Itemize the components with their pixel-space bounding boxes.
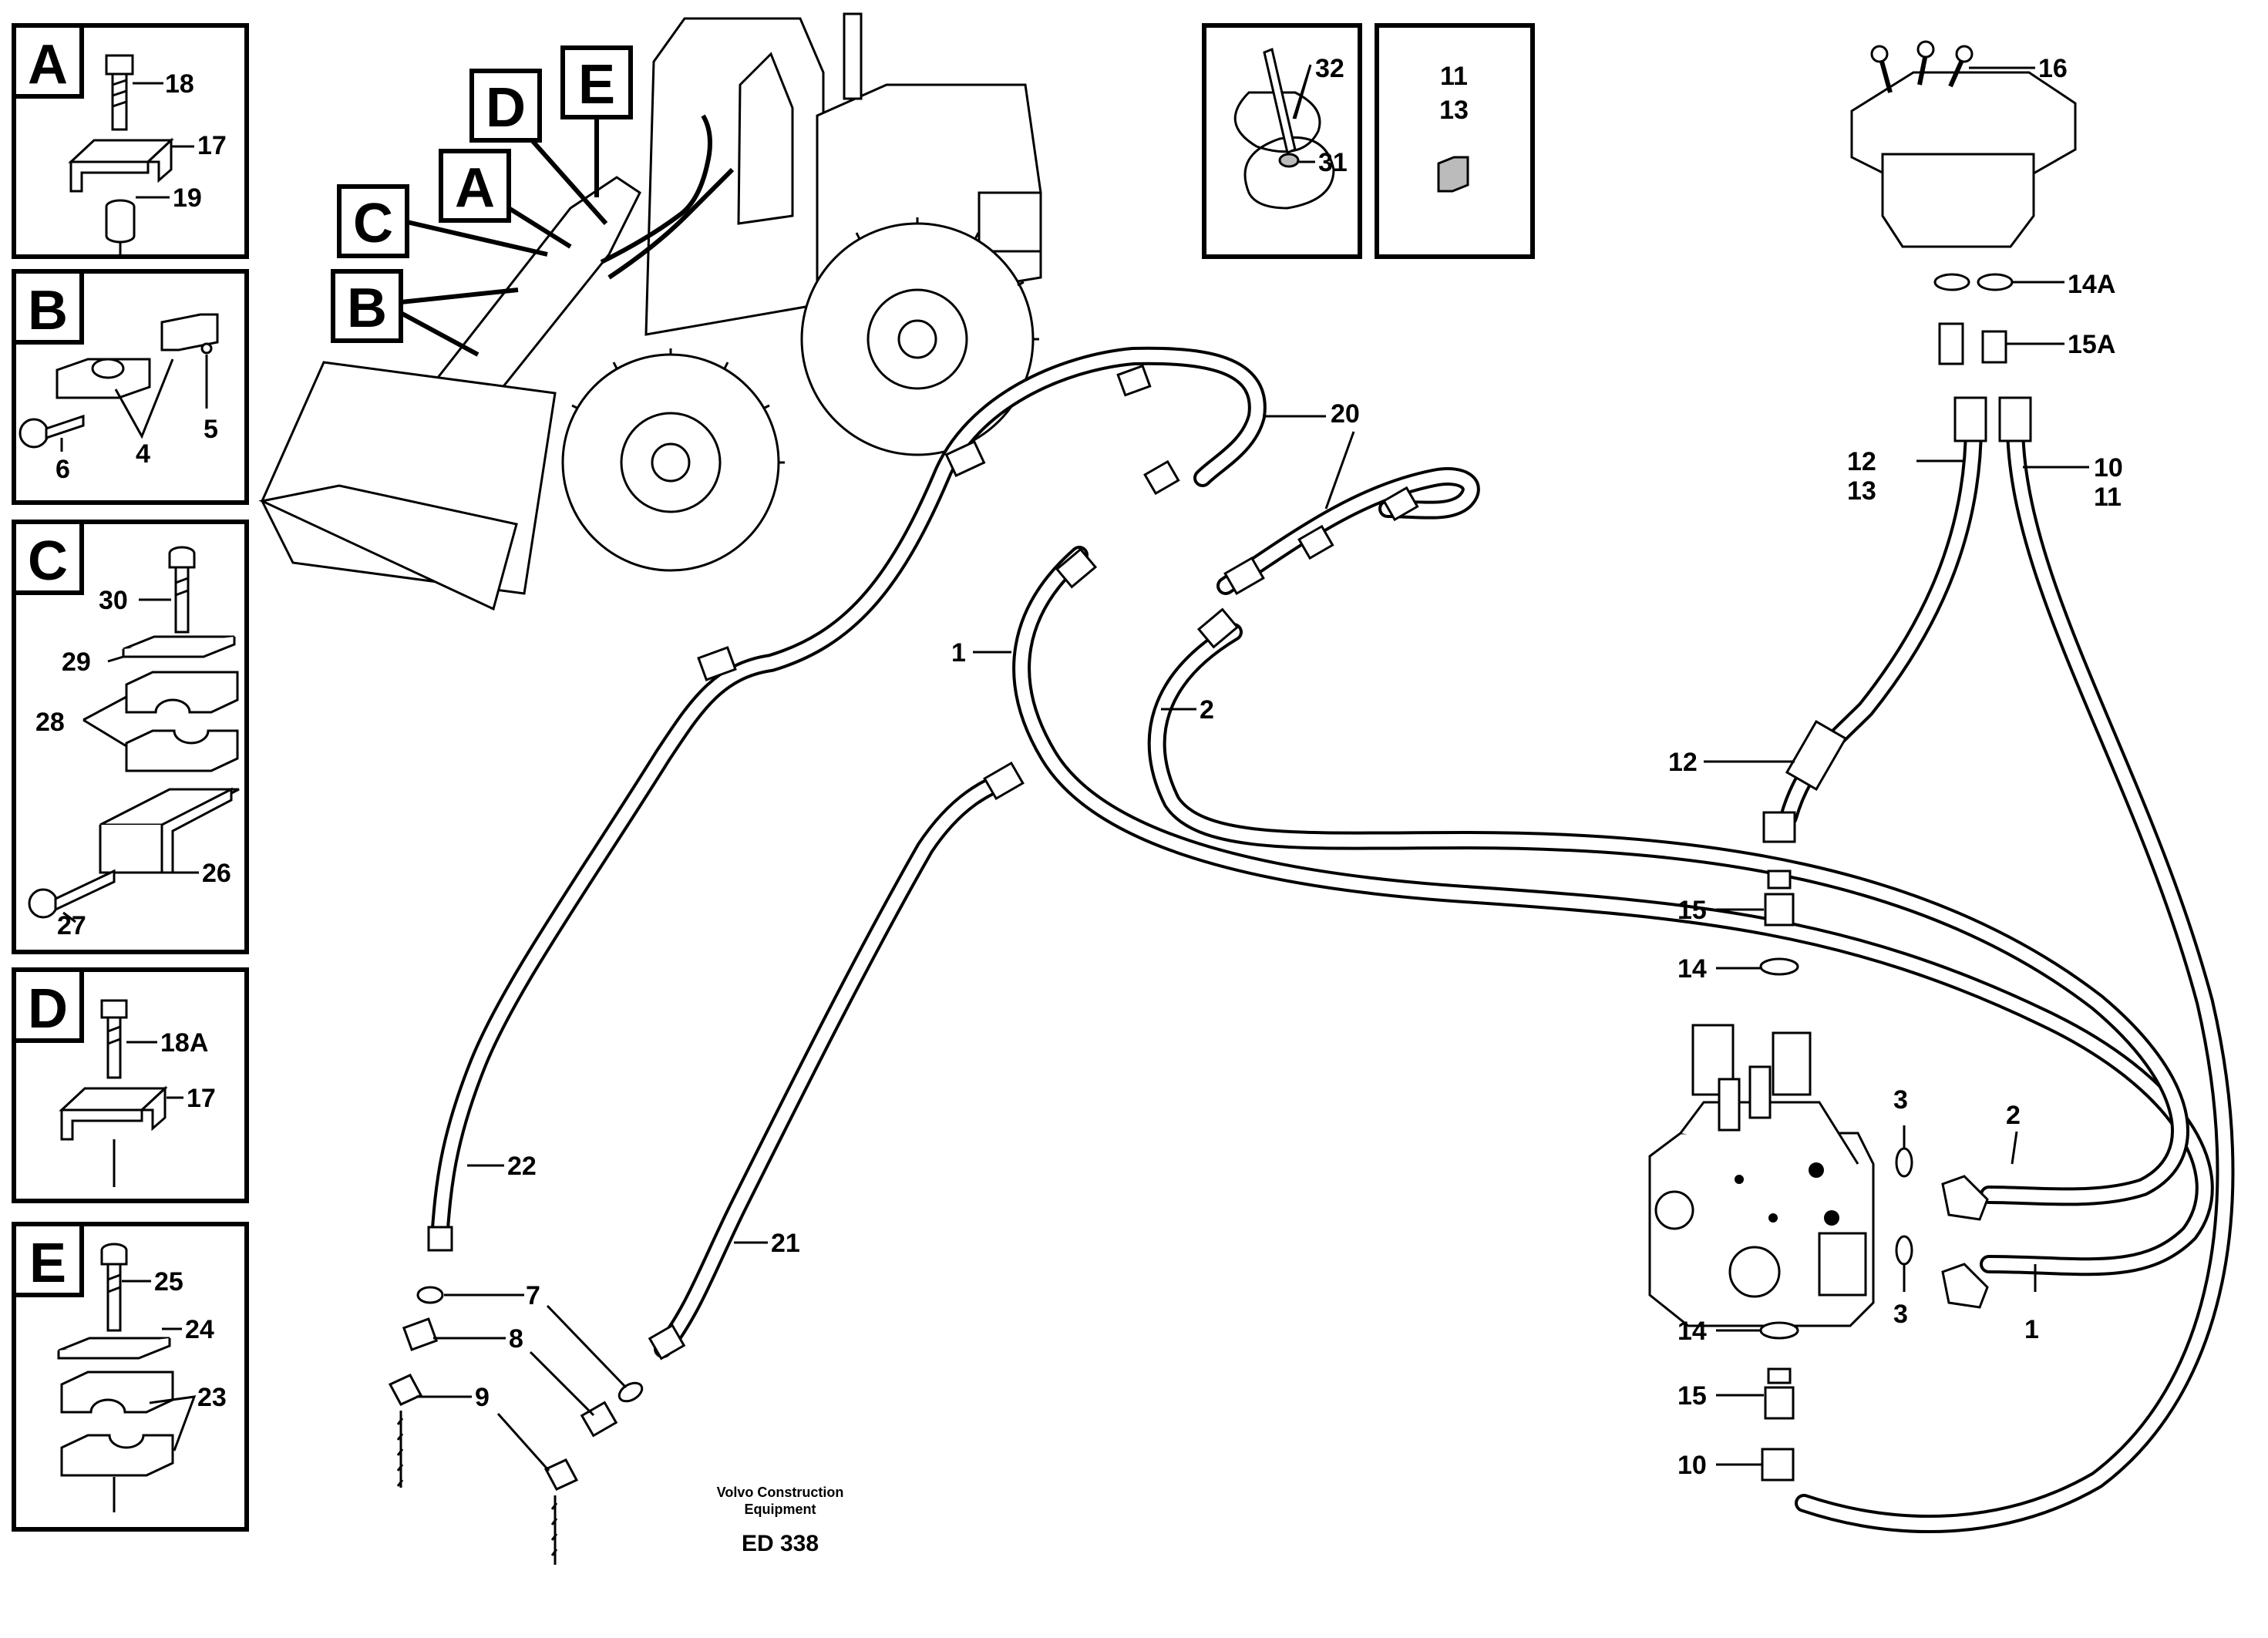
machine-tag-a: A [439,149,572,249]
wheel-loader-illustration [258,12,1042,611]
callout-15-top: 15 [1677,896,1707,925]
callout-1: 1 [951,638,966,668]
cable-tie-inset: 32 31 [1202,23,1362,259]
bracket-17-icon [68,137,174,193]
callout-13-top: 13 [1847,476,1876,506]
callout-12-top: 12 [1847,447,1876,476]
callout-3-bottom: 3 [1893,1300,1908,1329]
hose-system [430,346,2235,1534]
plug-callout-13: 13 [1439,96,1469,125]
callout-1-right: 1 [2024,1315,2039,1344]
panel-d-letter: D [28,978,68,1040]
svg-text:A: A [455,157,495,219]
bolt-6-icon [19,414,85,449]
panel-b-callout-5: 5 [204,415,218,444]
hose-fittings [427,364,1419,1361]
panel-a-callout-17: 17 [197,131,227,160]
valve-ports: 3 3 2 1 [1893,1085,2039,1344]
plug-inset: 11 13 [1375,23,1535,259]
machine-tag-d: D [469,69,608,225]
panel-b-callout-4: 4 [136,439,150,469]
callout-21: 21 [771,1229,800,1258]
footer-company-line1: Volvo Construction [717,1485,844,1500]
panel-b-letter: B [28,280,68,341]
callout-9: 9 [475,1383,490,1412]
detail-panel-c: C 30 29 28 26 27 [12,520,249,954]
bottom-connection: 14 15 10 [1677,1317,1799,1482]
panel-d-callout-18a: 18A [160,1028,208,1058]
panel-a-callout-19: 19 [173,183,202,213]
panel-c-letter: C [28,530,68,592]
callout-10-bottom: 10 [1677,1451,1707,1480]
callout-16: 16 [2038,54,2068,83]
callout-22: 22 [507,1152,537,1181]
panel-c-callout-27: 27 [57,911,86,940]
bolt-25-icon [100,1243,128,1332]
panel-c-callout-29: 29 [62,647,91,677]
center-connection: 12 15 14 [1668,720,1848,984]
detail-panel-e: E 25 24 23 [12,1222,249,1532]
callout-3-top: 3 [1893,1085,1908,1115]
detail-panel-d: D 18A 17 [12,967,249,1203]
bolt-27-icon [28,869,116,919]
panel-e-callout-25: 25 [154,1267,183,1297]
callout-14a: 14A [2068,270,2115,299]
callout-11-top: 11 [2094,483,2122,512]
panel-a-letter: A [28,34,68,96]
callout-14-top: 14 [1677,954,1707,984]
callout-15a: 15A [2068,330,2115,359]
spacer-19-icon [105,199,136,254]
callout-14-bottom: 14 [1677,1317,1707,1346]
footer-company-line2: Equipment [745,1502,816,1517]
callout-8: 8 [509,1324,523,1354]
callout-7: 7 [526,1281,540,1310]
svg-text:E: E [578,54,615,116]
plug-callout-11: 11 [1440,62,1468,91]
callout-12-mid: 12 [1668,748,1698,777]
callout-10-top: 10 [2094,453,2123,483]
panel-c-callout-30: 30 [99,586,128,615]
bolt-30-icon [168,546,196,634]
bracket-26-icon [99,787,240,874]
callout-15-bottom: 15 [1677,1381,1707,1411]
panel-c-callout-28: 28 [35,708,65,737]
panel-e-callout-23: 23 [197,1383,227,1412]
cable-tie-callout-31: 31 [1318,148,1348,177]
footer-drawing-id: ED 338 [742,1531,819,1556]
machine-tag-b: B [331,269,519,357]
panel-e-letter: E [29,1233,66,1294]
panel-b-callout-6: 6 [56,455,70,484]
panel-a-callout-18: 18 [165,69,194,99]
control-valve [1648,1024,1875,1327]
machine-tag-e: E [560,45,633,197]
cable-tie-callout-32: 32 [1315,54,1344,83]
panel-e-callout-24: 24 [185,1315,214,1344]
lever-connections: 14A 15A [1933,270,2115,442]
svg-text:B: B [347,277,387,339]
detail-panel-a: A 18 17 19 [12,23,249,259]
panel-d-callout-17: 17 [187,1084,216,1113]
panel-c-callout-26: 26 [202,859,231,888]
left-end-parts [388,1286,644,1565]
clamp-4-icon [56,313,219,399]
detail-panel-b: B 5 6 4 [12,269,249,505]
callout-2-right: 2 [2006,1101,2021,1130]
bolt-18-icon [105,54,134,131]
bolt-18a-icon [100,999,128,1079]
pilot-lever-unit: 16 [1850,40,2077,248]
callout-20: 20 [1331,399,1360,429]
machine-tag-c: C [337,184,548,258]
svg-text:C: C [353,193,393,254]
callout-2: 2 [1200,695,1214,725]
svg-text:D: D [486,77,526,139]
